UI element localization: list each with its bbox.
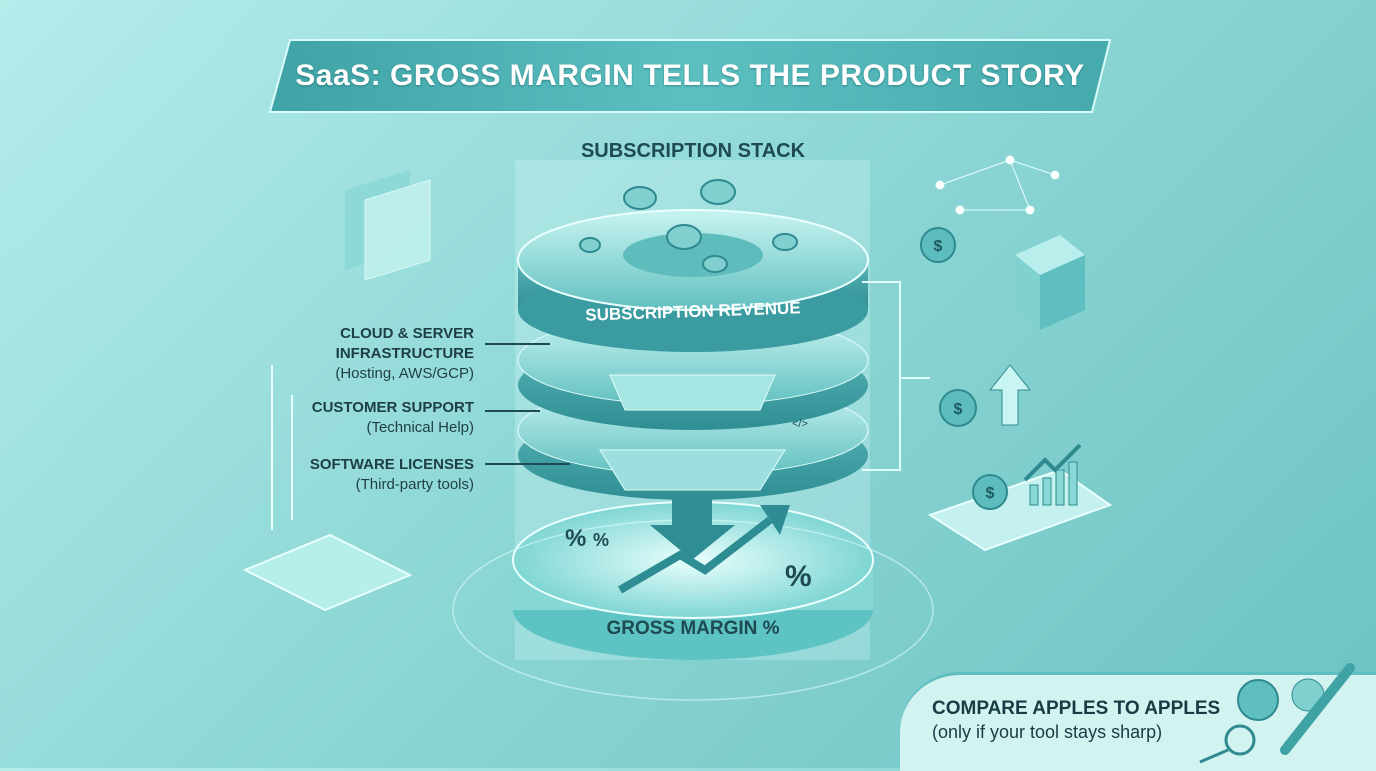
cost-cloud-infrastructure: CLOUD & SERVER INFRASTRUCTURE (Hosting, … — [335, 324, 474, 384]
trend-arrow-icon — [1023, 443, 1082, 482]
cost-software-licenses: SOFTWARE LICENSES (Third-party tools) — [310, 455, 474, 495]
cost-detail: (Technical Help) — [366, 419, 474, 436]
cost-detail: (Third-party tools) — [355, 476, 474, 493]
cost-title: SOFTWARE LICENSES — [309, 456, 474, 473]
stack-title: SUBSCRIPTION STACK — [580, 140, 806, 162]
title-banner — [268, 39, 1112, 113]
footer-subtext: (only if your tool stays sharp) — [932, 722, 1163, 742]
page-title: SaaS: GROSS MARGIN TELLS THE PRODUCT STO… — [295, 59, 1085, 92]
money-bag-icon — [920, 227, 1008, 510]
cost-title: INFRASTRUCTURE — [335, 345, 474, 362]
platform-left — [242, 533, 413, 612]
percent-icon: % — [565, 525, 587, 552]
percent-icon: % — [593, 530, 610, 550]
network-icon — [935, 155, 1060, 215]
coin-icons — [579, 179, 798, 273]
dollar-icon: $ — [954, 401, 963, 418]
cost-title: CLOUD & SERVER — [340, 325, 474, 342]
gross-margin-cylinder — [452, 501, 934, 701]
cost-title: CUSTOMER SUPPORT — [311, 399, 474, 416]
cost-detail: (Hosting, AWS/GCP) — [335, 365, 474, 382]
cube-icon — [1015, 235, 1085, 330]
apple-icon — [1237, 679, 1279, 721]
down-arrow-icon — [650, 470, 735, 560]
cost-customer-support: CUSTOMER SUPPORT (Technical Help) — [312, 398, 474, 438]
magnifier-icon — [1199, 724, 1256, 764]
dollar-icon: $ — [934, 238, 943, 255]
bar-chart-icon — [1029, 461, 1078, 506]
document-icon — [345, 170, 431, 281]
pencil-icon — [1280, 663, 1355, 755]
percent-icon: % — [785, 560, 812, 593]
up-arrow-icon — [988, 364, 1032, 426]
code-icon: </> — [792, 418, 808, 430]
footer-icons — [1199, 663, 1355, 764]
leader-lines — [485, 343, 570, 465]
footer-heading: COMPARE APPLES TO APPLES — [932, 698, 1221, 719]
dollar-icon: $ — [986, 485, 995, 502]
cost-layers — [517, 314, 869, 500]
gross-margin-label: GROSS MARGIN % — [606, 618, 780, 639]
platform-right — [927, 468, 1113, 552]
